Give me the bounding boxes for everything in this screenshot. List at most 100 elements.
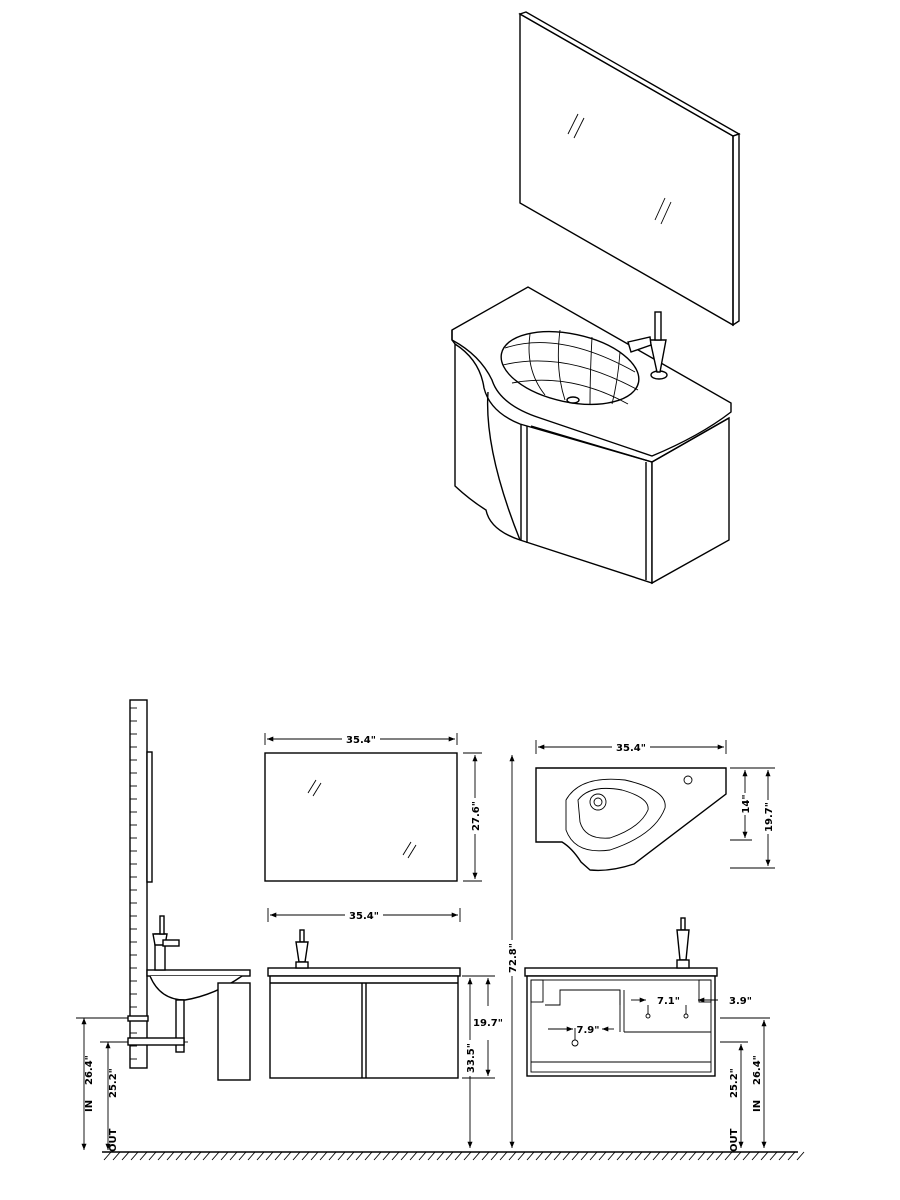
- floor-hatch-stroke: [175, 1151, 184, 1161]
- floor-hatch-stroke: [157, 1151, 166, 1161]
- floor-hatch-stroke: [274, 1151, 283, 1161]
- side-supply-pipe: [127, 1015, 149, 1022]
- floor-hatch-stroke: [220, 1151, 229, 1161]
- floor-hatch-stroke: [112, 1151, 121, 1161]
- floor-hatch-stroke: [346, 1151, 355, 1161]
- front-mirror: [264, 752, 458, 882]
- floor-hatch-stroke: [238, 1151, 247, 1161]
- floor-hatch-stroke: [517, 1151, 526, 1161]
- floor-hatch-stroke: [634, 1151, 643, 1161]
- floor-hatch-stroke: [400, 1151, 409, 1161]
- floor-hatch-stroke: [247, 1151, 256, 1161]
- floor-hatch-stroke: [418, 1151, 427, 1161]
- floor-hatch-stroke: [724, 1151, 733, 1161]
- floor-hatch-stroke: [787, 1151, 796, 1161]
- floor-hatch-stroke: [508, 1151, 517, 1161]
- floor-hatch-stroke: [499, 1151, 508, 1161]
- top-plan-basin-outer: [565, 778, 666, 852]
- out-height-label: 25.2": [108, 1068, 119, 1098]
- floor-hatch-stroke: [229, 1151, 238, 1161]
- front-cabinet: [269, 975, 459, 1079]
- drain-offset-c-label: 7.9": [577, 1025, 600, 1036]
- floor-hatch-stroke: [481, 1151, 490, 1161]
- floor-hatch-stroke: [706, 1151, 715, 1161]
- front-mirror-view: 35.4" 27.6": [264, 733, 482, 882]
- floor-hatch-stroke: [715, 1151, 724, 1161]
- floor-hatch-stroke: [526, 1151, 535, 1161]
- floor-hatch-stroke: [490, 1151, 499, 1161]
- floor-hatch-stroke: [589, 1151, 598, 1161]
- in-height-label: 26.4": [84, 1055, 95, 1085]
- floor-hatch-stroke: [193, 1151, 202, 1161]
- floor-hatch-stroke: [778, 1151, 787, 1161]
- floor-hatch-stroke: [184, 1151, 193, 1161]
- floor-hatch-stroke: [733, 1151, 742, 1161]
- front-vanity-view: 35.4" 19.7" 33.5" 72.8": [267, 755, 519, 1148]
- floor-hatch-stroke: [643, 1151, 652, 1161]
- top-plan-basin-inner: [577, 787, 649, 839]
- floor-line: [102, 1151, 805, 1161]
- floor-hatch-stroke: [148, 1151, 157, 1161]
- front-vanity-top: [267, 967, 461, 977]
- isometric-mirror: [518, 11, 741, 327]
- isometric-vanity: [451, 286, 732, 585]
- floor-hatch-stroke: [202, 1151, 211, 1161]
- floor-hatch-stroke: [301, 1151, 310, 1161]
- top-plan-faucet-hole: [683, 775, 693, 785]
- isometric-view: [451, 11, 741, 585]
- floor-hatch-stroke: [688, 1151, 697, 1161]
- floor-hatch-stroke: [409, 1151, 418, 1161]
- side-drain-trap: [175, 999, 185, 1053]
- wall-ticks: [130, 707, 137, 1060]
- floor-hatch-stroke: [625, 1151, 634, 1161]
- floor-hatch-stroke: [616, 1151, 625, 1161]
- floor-hatch-stroke: [670, 1151, 679, 1161]
- floor-hatch-stroke: [553, 1151, 562, 1161]
- top-width-label: 35.4": [616, 743, 646, 754]
- floor-hatch-stroke: [211, 1151, 220, 1161]
- floor-hatch-stroke: [454, 1151, 463, 1161]
- floor-hatch-stroke: [652, 1151, 661, 1161]
- floor-hatch-stroke: [103, 1151, 112, 1161]
- side-vanity-top: [146, 969, 251, 977]
- vanity-width-label: 35.4": [349, 911, 379, 922]
- top-inner-depth-label: 14": [741, 794, 752, 813]
- floor-hatch-stroke: [769, 1151, 778, 1161]
- rear-in-label: IN: [752, 1100, 763, 1112]
- floor-hatch-stroke: [391, 1151, 400, 1161]
- floor-hatch-stroke: [661, 1151, 670, 1161]
- floor-hatch-stroke: [373, 1151, 382, 1161]
- floor-hatch-stroke: [742, 1151, 751, 1161]
- floor-hatch-stroke: [355, 1151, 364, 1161]
- floor-hatch-stroke: [679, 1151, 688, 1161]
- floor-hatch-stroke: [328, 1151, 337, 1161]
- floor-hatch-stroke: [292, 1151, 301, 1161]
- in-label: IN: [84, 1100, 95, 1112]
- floor-hatch-stroke: [796, 1151, 805, 1161]
- floor-hatch-stroke: [472, 1151, 481, 1161]
- floor-hatch-stroke: [760, 1151, 769, 1161]
- floor-hatch-stroke: [562, 1151, 571, 1161]
- rear-faucet: [680, 917, 686, 931]
- rear-bracket-right: [698, 979, 712, 1003]
- side-view: IN 26.4" OUT 25.2": [76, 699, 251, 1152]
- rear-view: 7.1" 3.9" 7.9" 25.2" OUT 26.4" IN: [524, 917, 770, 1152]
- floor-hatch-stroke: [364, 1151, 373, 1161]
- top-plan-outline: [535, 767, 727, 872]
- floor-hatch-stroke: [256, 1151, 265, 1161]
- drain-offset-b-label: 3.9": [729, 996, 752, 1007]
- side-drain-pipe: [127, 1037, 185, 1046]
- floor-hatch-stroke: [283, 1151, 292, 1161]
- floor-hatch-stroke: [139, 1151, 148, 1161]
- floor-hatch: [103, 1151, 805, 1161]
- rear-out-height-label: 25.2": [729, 1068, 740, 1098]
- mirror-height-label: 27.6": [471, 801, 482, 831]
- top-view: 35.4" 14" 19.7": [535, 740, 775, 872]
- floor-hatch-stroke: [544, 1151, 553, 1161]
- rear-in-height-label: 26.4": [752, 1055, 763, 1085]
- top-depth-label: 19.7": [764, 802, 775, 832]
- floor-hatch-stroke: [166, 1151, 175, 1161]
- wall-section: [129, 699, 148, 1069]
- out-label: OUT: [108, 1128, 119, 1152]
